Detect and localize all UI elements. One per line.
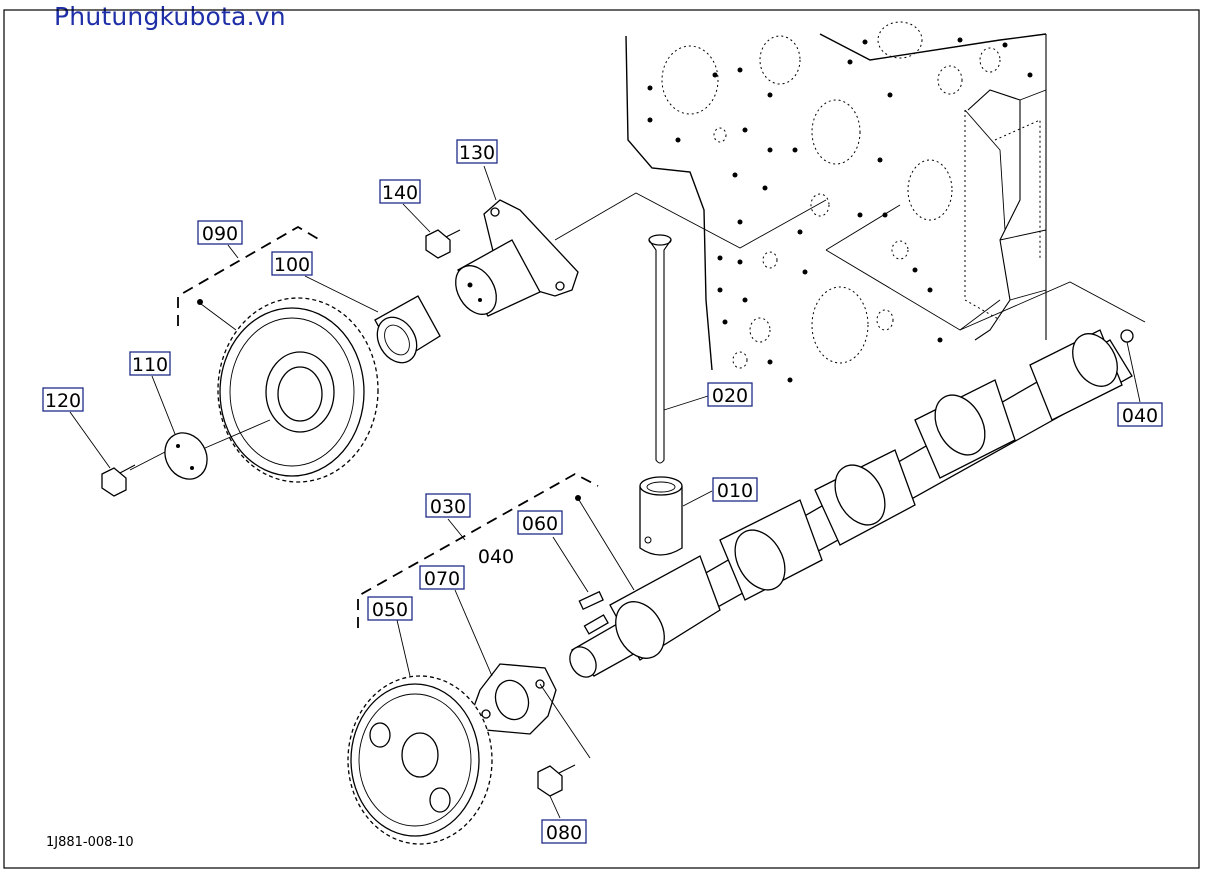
idle-gear <box>217 297 379 483</box>
svg-text:090: 090 <box>202 223 238 245</box>
label-140: 140 <box>379 179 421 204</box>
engine-block <box>625 21 1047 383</box>
bushing <box>374 295 441 364</box>
leader-030 <box>447 518 466 541</box>
leader-110 <box>151 375 176 435</box>
label-050: 050 <box>367 596 413 621</box>
label-090: 090 <box>197 220 243 245</box>
label-110: 110 <box>129 351 171 376</box>
svg-text:100: 100 <box>274 254 310 276</box>
group-bracket-090 <box>177 225 321 326</box>
camshaft <box>569 329 1133 678</box>
label-100: 100 <box>271 251 313 276</box>
leader-050 <box>396 619 411 677</box>
svg-text:030: 030 <box>430 496 466 518</box>
bolt-120 <box>101 464 136 497</box>
leader-090 <box>227 244 239 259</box>
diagram-code: 1J881-008-10 <box>46 835 134 850</box>
label-080: 080 <box>541 819 587 844</box>
ball <box>1120 329 1134 343</box>
push-rod <box>648 234 672 464</box>
bolt-140 <box>425 229 461 259</box>
svg-text:070: 070 <box>424 568 460 590</box>
label-020: 020 <box>707 382 753 407</box>
label-010: 010 <box>712 477 758 502</box>
svg-text:020: 020 <box>712 385 748 407</box>
label-060: 060 <box>517 510 563 535</box>
key <box>578 590 604 611</box>
leader-080 <box>549 795 561 819</box>
leader-100 <box>304 275 379 313</box>
svg-text:110: 110 <box>132 354 168 376</box>
diagram-border <box>3 9 1200 869</box>
leader-070 <box>454 589 493 677</box>
leader-060 <box>552 536 589 593</box>
shaft-plate <box>164 432 208 480</box>
svg-text:010: 010 <box>717 480 753 502</box>
bolt-080 <box>537 764 576 797</box>
leader-010 <box>682 490 713 507</box>
label-130: 130 <box>456 139 498 164</box>
thrust-plate <box>471 663 557 735</box>
svg-text:040: 040 <box>1122 405 1158 427</box>
group-bracket-030 <box>357 472 599 628</box>
label-120: 120 <box>42 387 84 412</box>
leader-020 <box>663 395 709 411</box>
leader-120 <box>69 411 111 469</box>
svg-text:050: 050 <box>372 599 408 621</box>
svg-text:130: 130 <box>459 142 495 164</box>
label-070: 070 <box>419 565 465 590</box>
svg-text:140: 140 <box>382 182 418 204</box>
label-030: 030 <box>425 493 471 518</box>
cam-gear <box>347 675 493 845</box>
svg-text:120: 120 <box>45 390 81 412</box>
leader-040 <box>1126 341 1141 403</box>
leader-130 <box>483 165 497 201</box>
tappet <box>639 476 683 556</box>
label-040-ball: 040 <box>1117 402 1163 427</box>
label-040-unboxed: 040 <box>478 546 514 568</box>
watermark-text: Phutungkubota.vn <box>54 2 286 31</box>
idle-shaft <box>455 199 579 317</box>
leader-140 <box>402 203 431 233</box>
svg-text:080: 080 <box>546 822 582 844</box>
svg-text:060: 060 <box>522 513 558 535</box>
